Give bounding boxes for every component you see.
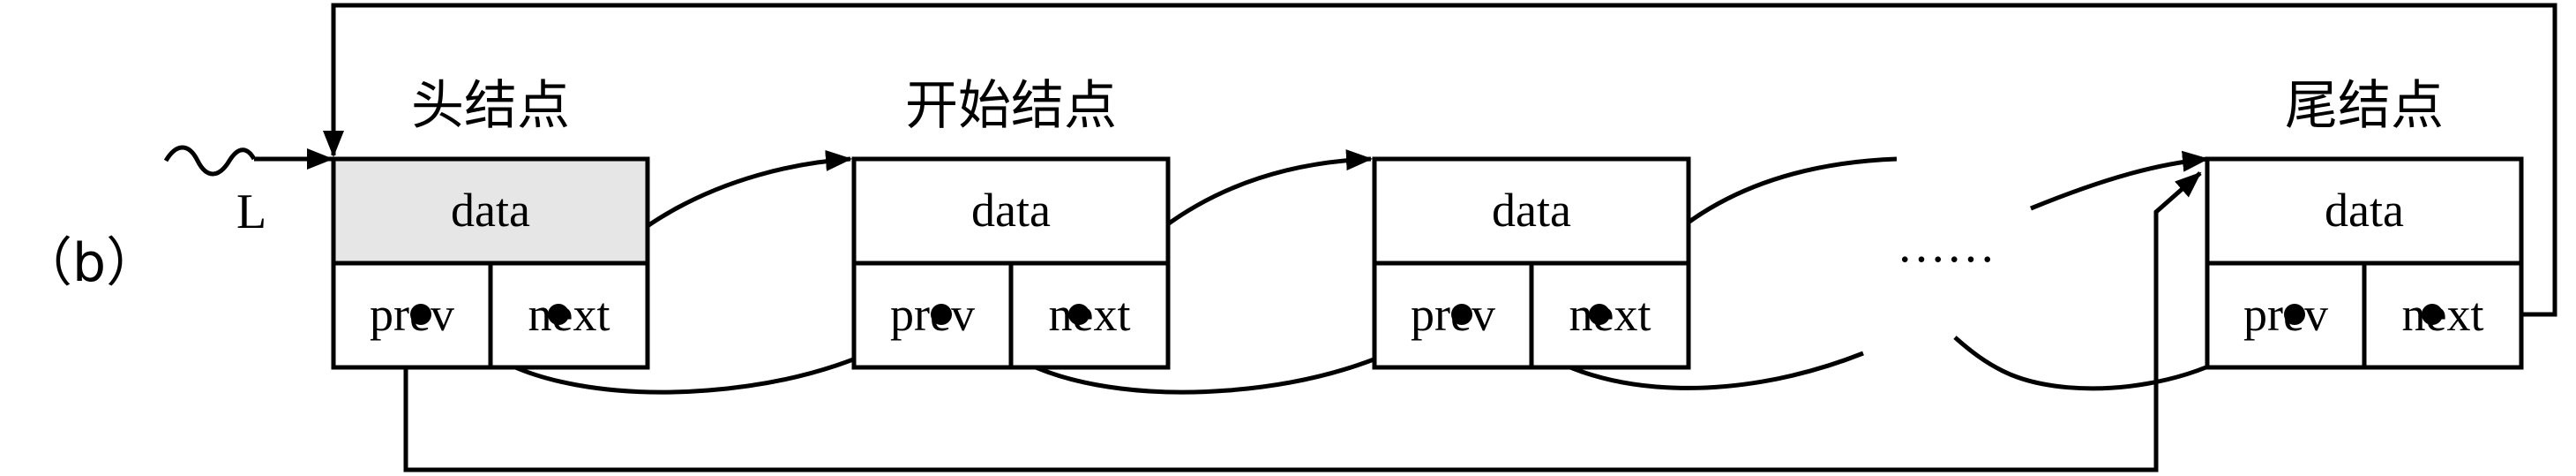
node-next-cell — [1529, 261, 1691, 370]
prev-pointer-dot — [1451, 304, 1472, 325]
node-data-label: data — [1492, 184, 1571, 237]
node-data-label: data — [451, 184, 530, 237]
node-data-label: data — [971, 184, 1051, 237]
list-pointer-wavy-tail — [163, 145, 257, 177]
head-prev-to-tail-link — [403, 171, 2202, 472]
next-pointer-dot — [1068, 304, 1090, 325]
node-next-cell — [2362, 261, 2524, 370]
node-next-cell — [1008, 261, 1171, 370]
figure-label: （b） — [19, 232, 159, 294]
list-node-1: dataprevnext头结点 — [331, 75, 650, 370]
nodes-layer: dataprevnext头结点dataprevnext开始结点dataprevn… — [331, 75, 2524, 370]
node-data-cell — [851, 156, 1171, 266]
tail-incoming-next-link-partial — [2030, 150, 2209, 211]
prev-pointer-dot — [931, 304, 952, 325]
node-caption: 开始结点 — [905, 75, 1117, 137]
next-pointer-dot — [1589, 304, 1610, 325]
prev-pointer-dot — [2284, 304, 2305, 325]
list-node-4: dataprevnext尾结点 — [2205, 75, 2524, 370]
node-data-cell — [331, 156, 650, 266]
next-pointer-dot — [2422, 304, 2443, 325]
node-caption: 头结点 — [411, 75, 570, 137]
list-node-2: dataprevnext开始结点 — [851, 75, 1171, 370]
list-pointer-label: L — [236, 185, 266, 239]
prev-pointer-dot — [410, 304, 431, 325]
pointer-dots — [410, 304, 2443, 325]
list-node-3: dataprevnext — [1372, 156, 1691, 370]
node-caption: 尾结点 — [2285, 75, 2444, 137]
node-next-cell — [488, 261, 650, 370]
next-pointer-dot — [548, 304, 569, 325]
node-data-label: data — [2325, 184, 2404, 237]
ellipsis: …… — [1897, 218, 1996, 273]
